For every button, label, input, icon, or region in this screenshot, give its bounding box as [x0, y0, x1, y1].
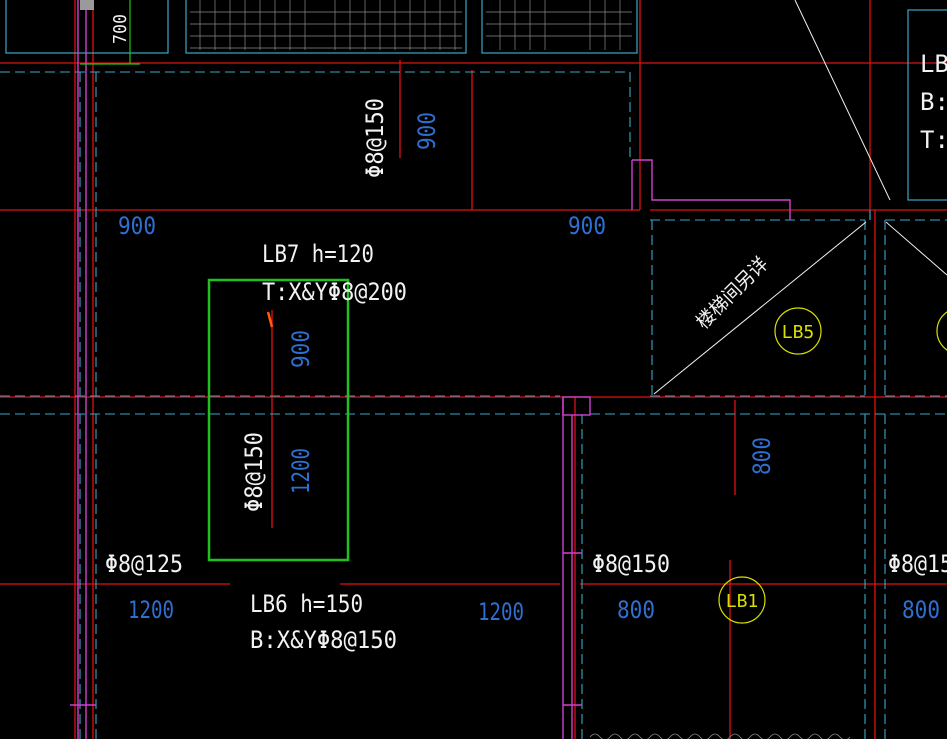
dim-top-700: 700 — [110, 14, 131, 44]
slab-tag-circle-lb1[interactable] — [718, 576, 766, 624]
selection-rectangle[interactable] — [207, 278, 350, 562]
dim-bottom-left-1200: 1200 — [128, 596, 174, 624]
rebar-label-left[interactable]: Φ8@125 — [105, 550, 183, 578]
dim-center-900: 900 — [568, 212, 606, 240]
slab-tag-lb1[interactable]: LB1 — [726, 591, 759, 612]
column-block — [80, 0, 94, 10]
dim-right-800-vertical: 800 — [748, 437, 776, 475]
top-right-text-line-1: LB — [920, 50, 947, 78]
rebar-label-top[interactable]: Φ8@150 — [361, 98, 389, 178]
green-dim-line — [80, 0, 140, 65]
slab-lb7-name[interactable]: LB7 h=120 — [262, 240, 374, 268]
slab-lb7-rebar[interactable]: T:X&YΦ8@200 — [262, 278, 407, 306]
dim-bottom-mid-1200: 1200 — [478, 598, 524, 626]
dim-far-right-800: 800 — [902, 596, 940, 624]
selection-marker — [266, 311, 274, 328]
rebar-label-mid[interactable]: Φ8@150 — [592, 550, 670, 578]
bottom-hatch — [589, 733, 851, 739]
slab-tag-lb5[interactable]: LB5 — [782, 322, 815, 343]
top-right-text-line-3: T:X — [920, 126, 947, 154]
slab-lb6-name[interactable]: LB6 h=150 — [250, 590, 363, 618]
slab-edge-dashed-lines — [0, 71, 947, 739]
top-right-text-line-2: B:X — [920, 88, 947, 116]
solid-cyan-outlines — [5, 0, 947, 220]
dim-bottom-right-800: 800 — [617, 596, 655, 624]
stair-note[interactable]: 楼梯间另详 — [692, 253, 773, 334]
stair-diagonals — [653, 0, 947, 395]
dim-selected-900: 900 — [287, 330, 315, 368]
magenta-walls — [70, 0, 791, 739]
slab-tag-circle-partial — [936, 311, 947, 351]
slab-tag-circle-lb5[interactable] — [774, 307, 822, 355]
rebar-label-selected[interactable]: Φ8@150 — [240, 432, 268, 512]
dim-top-900-vertical: 900 — [413, 112, 441, 150]
dim-selected-1200: 1200 — [287, 448, 315, 494]
slab-lb6-rebar[interactable]: B:X&YΦ8@150 — [250, 626, 397, 654]
rebar-label-right[interactable]: Φ8@150 — [888, 550, 947, 578]
hatched-area — [190, 0, 632, 50]
dim-left-900: 900 — [118, 212, 156, 240]
